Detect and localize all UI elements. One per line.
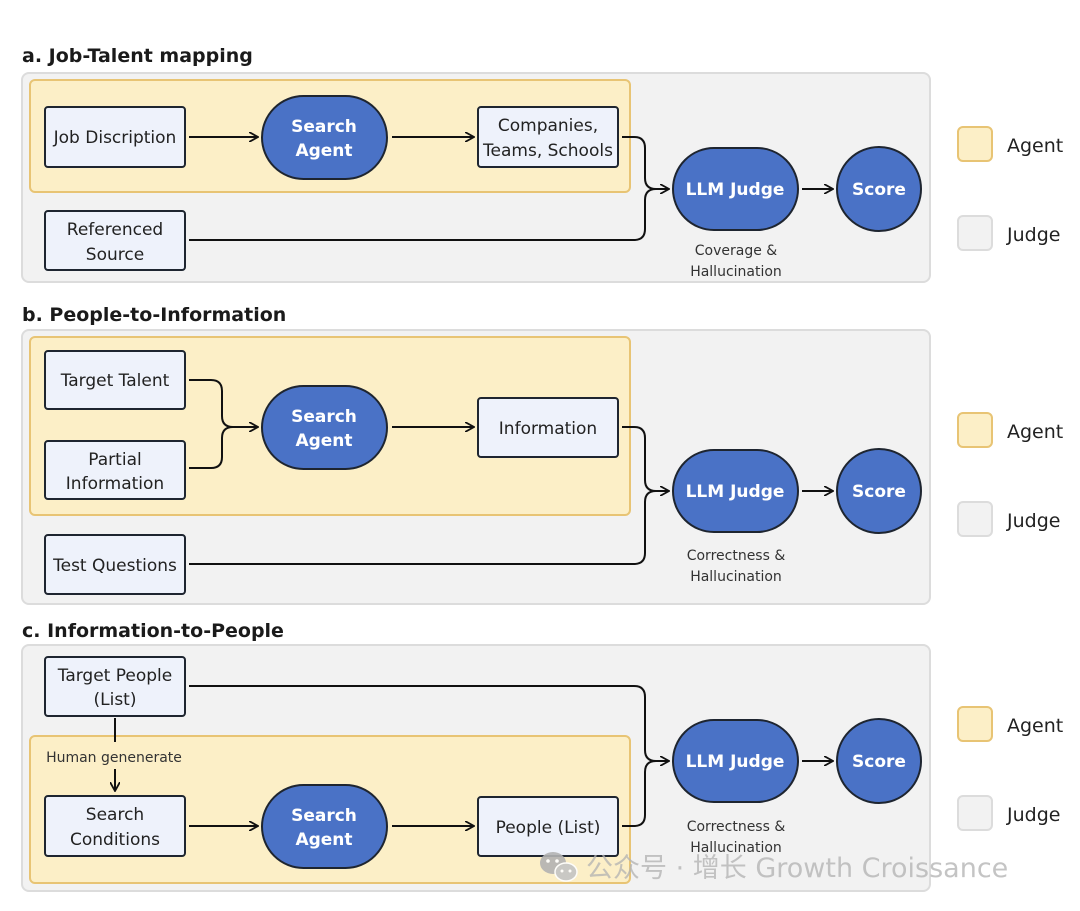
section-a-reference-node: Referenced Source: [44, 210, 186, 271]
legend-b-judge-swatch: [957, 501, 993, 537]
legend-b-judge-label: Judge: [1006, 510, 1060, 532]
svg-text:Search: Search: [291, 407, 357, 427]
svg-text:Search: Search: [291, 806, 357, 826]
section-c-edge-output-judge: [622, 760, 657, 827]
section-a-edge-reference-judge: [189, 188, 657, 241]
svg-text:Search: Search: [291, 117, 357, 137]
svg-text:Information: Information: [66, 474, 164, 494]
section-b-search-agent: Search Agent: [261, 385, 388, 470]
section-a-criteria-line1: Coverage &: [695, 243, 778, 259]
section-c-target-people-node: Target People (List): [44, 656, 186, 717]
svg-text:Score: Score: [852, 180, 906, 200]
legend-c: Agent Judge: [957, 706, 1063, 831]
svg-text:Score: Score: [852, 752, 906, 772]
svg-text:People (List): People (List): [496, 818, 601, 838]
section-c-criteria-line2: Hallucination: [690, 840, 782, 856]
svg-text:Agent: Agent: [295, 431, 352, 451]
svg-text:LLM Judge: LLM Judge: [686, 752, 785, 772]
section-b-criteria-line2: Hallucination: [690, 569, 782, 585]
section-c-llm-judge: LLM Judge: [672, 719, 799, 803]
legend-a: Agent Judge: [957, 126, 1063, 251]
section-a-criteria-line2: Hallucination: [690, 264, 782, 280]
svg-text:Target People: Target People: [57, 666, 172, 686]
section-b-edge-partial-agent: [189, 426, 234, 469]
svg-text:Agent: Agent: [295, 830, 352, 850]
svg-text:Source: Source: [86, 245, 144, 265]
legend-a-judge-swatch: [957, 215, 993, 251]
section-c-criteria-line1: Correctness &: [687, 819, 786, 835]
section-c-human-generate-label: Human genenerate: [46, 750, 182, 766]
legend-b-agent-swatch: [957, 412, 993, 448]
section-a-input-node: Job Discription: [44, 106, 186, 168]
svg-text:Partial: Partial: [88, 450, 141, 470]
section-c-output-node: People (List): [477, 796, 619, 857]
section-c-edge-target-judge: [189, 685, 669, 761]
section-b-output-node: Information: [477, 397, 619, 458]
svg-text:Referenced: Referenced: [67, 220, 163, 240]
svg-text:Target Talent: Target Talent: [60, 371, 170, 391]
section-b-edge-reference-judge: [189, 490, 657, 565]
section-b-input-target-talent: Target Talent: [44, 350, 186, 410]
svg-text:Agent: Agent: [295, 141, 352, 161]
legend-a-judge-label: Judge: [1006, 224, 1060, 246]
svg-text:Test Questions: Test Questions: [52, 556, 177, 576]
section-b-llm-judge: LLM Judge: [672, 449, 799, 533]
svg-text:LLM Judge: LLM Judge: [686, 482, 785, 502]
section-b-edge-output-judge: [622, 426, 669, 491]
svg-text:Score: Score: [852, 482, 906, 502]
section-b-reference-node: Test Questions: [44, 534, 186, 595]
svg-text:Information: Information: [499, 419, 597, 439]
legend-c-judge-swatch: [957, 795, 993, 831]
section-c-title: c. Information-to-People: [22, 620, 284, 642]
svg-text:LLM Judge: LLM Judge: [686, 180, 785, 200]
svg-text:Teams, Schools: Teams, Schools: [482, 141, 613, 161]
section-b-score: Score: [836, 448, 922, 534]
section-a-llm-judge: LLM Judge: [672, 147, 799, 231]
legend-c-agent-swatch: [957, 706, 993, 742]
section-a-score: Score: [836, 146, 922, 232]
legend-c-agent-label: Agent: [1007, 715, 1063, 737]
section-b-edge-talent-agent: [189, 379, 258, 427]
section-b-title: b. People-to-Information: [22, 304, 286, 326]
legend-c-judge-label: Judge: [1006, 804, 1060, 826]
svg-text:Conditions: Conditions: [70, 830, 160, 850]
section-c-search-conditions-node: Search Conditions: [44, 795, 186, 857]
section-a-edge-output-judge: [622, 136, 669, 189]
section-a-search-agent: Search Agent: [261, 95, 388, 180]
watermark: 公众号 · 增长 Growth Croissance: [540, 852, 1008, 884]
section-c-search-agent: Search Agent: [261, 784, 388, 869]
section-a-output-node: Companies, Teams, Schools: [477, 106, 619, 168]
watermark-text: 公众号 · 增长 Growth Croissance: [586, 853, 1008, 884]
svg-text:(List): (List): [94, 690, 137, 710]
section-c-score: Score: [836, 718, 922, 804]
legend-a-agent-swatch: [957, 126, 993, 162]
wechat-icon: [540, 852, 578, 882]
section-a-title: a. Job-Talent mapping: [22, 45, 253, 67]
svg-text:Search: Search: [86, 805, 144, 825]
svg-text:Job Discription: Job Discription: [53, 128, 177, 148]
svg-text:Companies,: Companies,: [498, 116, 598, 136]
section-b-criteria-line1: Correctness &: [687, 548, 786, 564]
legend-b: Agent Judge: [957, 412, 1063, 537]
legend-b-agent-label: Agent: [1007, 421, 1063, 443]
section-b-input-partial-information: Partial Information: [44, 440, 186, 500]
legend-a-agent-label: Agent: [1007, 135, 1063, 157]
